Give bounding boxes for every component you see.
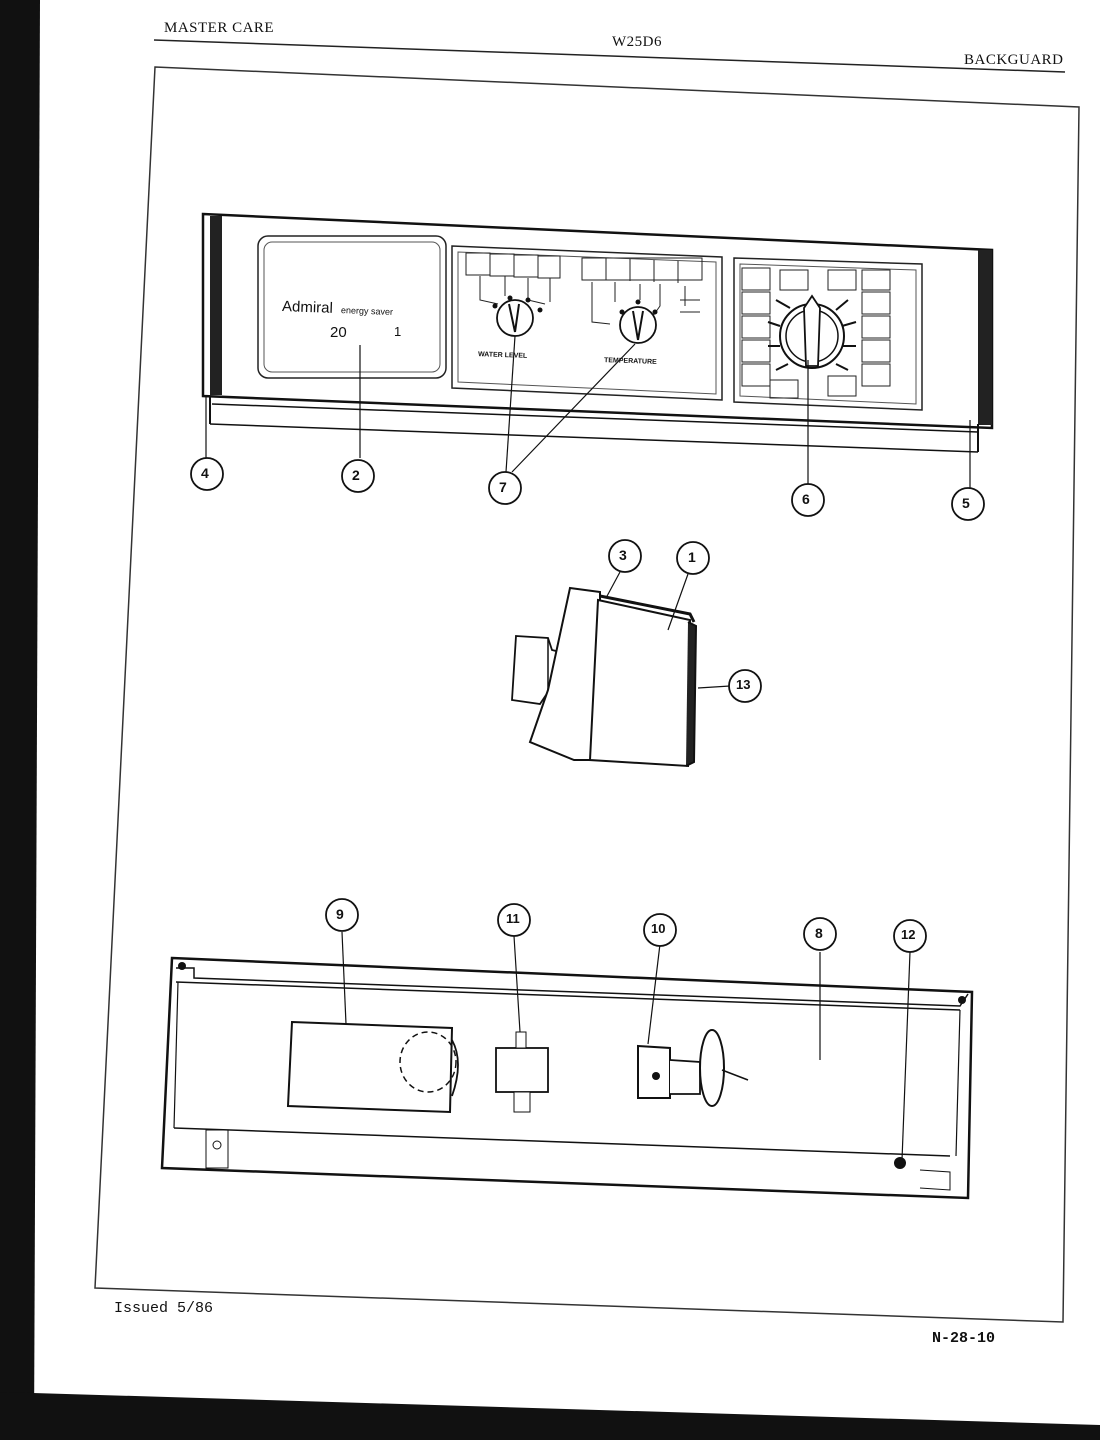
callout-2-label: 2 xyxy=(352,467,360,483)
diagram-frame xyxy=(94,66,1080,1323)
callout-12-label: 12 xyxy=(901,927,916,942)
callout-7 xyxy=(488,471,522,505)
header-brand: MASTER CARE xyxy=(164,20,275,36)
callouts xyxy=(190,457,985,953)
panel-brand-sub: energy saver xyxy=(340,305,394,317)
callout-6 xyxy=(791,483,825,517)
callout-7-label: 7 xyxy=(499,479,507,495)
callout-6-label: 6 xyxy=(802,491,810,507)
callout-10-label: 10 xyxy=(651,921,666,936)
header-section: BACKGUARD xyxy=(964,52,1064,68)
callout-10 xyxy=(643,913,677,947)
temperature-knob xyxy=(619,299,658,344)
callout-2 xyxy=(341,459,375,493)
backguard-bracket xyxy=(160,931,974,1200)
callout-1-label: 1 xyxy=(688,549,696,565)
header-rule xyxy=(153,39,1066,73)
callout-5 xyxy=(951,487,985,521)
temperature-buttons xyxy=(581,257,703,325)
panel-model-num: 20 xyxy=(330,324,347,341)
footer-page-code: N-28-10 xyxy=(932,1330,996,1347)
callout-4 xyxy=(190,457,224,491)
callout-12 xyxy=(893,919,927,953)
part-10-pressure-switch xyxy=(637,943,749,1107)
callout-13 xyxy=(728,669,762,703)
timer-area xyxy=(733,257,923,411)
callout-1 xyxy=(676,541,710,575)
panel-brand-text: Admiral xyxy=(281,298,334,317)
panel-model-num2: 1 xyxy=(394,324,402,339)
header-model: W25D6 xyxy=(612,34,662,50)
callout-11 xyxy=(497,903,531,937)
callout-3-label: 3 xyxy=(619,547,627,563)
callout-4-label: 4 xyxy=(201,465,209,481)
name-plate xyxy=(257,235,447,379)
control-area-middle xyxy=(451,245,723,401)
scan-edge-bottom xyxy=(0,1392,1100,1440)
water-level-buttons xyxy=(465,252,561,305)
timer-knob xyxy=(767,294,857,371)
callout-9 xyxy=(325,898,359,932)
callout-8-label: 8 xyxy=(815,925,823,941)
callout-9-label: 9 xyxy=(336,906,344,922)
water-level-knob xyxy=(492,295,543,337)
callout-13-label: 13 xyxy=(736,677,751,692)
callout-5-label: 5 xyxy=(962,495,970,511)
footer-issued: Issued 5/86 xyxy=(114,1300,214,1317)
callout-3 xyxy=(608,539,642,573)
scan-edge-left xyxy=(0,0,40,1440)
timer-segments xyxy=(741,267,891,399)
part-11-switch xyxy=(495,1047,549,1093)
part-9-plate xyxy=(286,1020,454,1114)
callout-11-label: 11 xyxy=(506,911,520,926)
callout-8 xyxy=(803,917,837,951)
control-panel xyxy=(201,212,994,488)
timer-assembly xyxy=(511,571,731,768)
